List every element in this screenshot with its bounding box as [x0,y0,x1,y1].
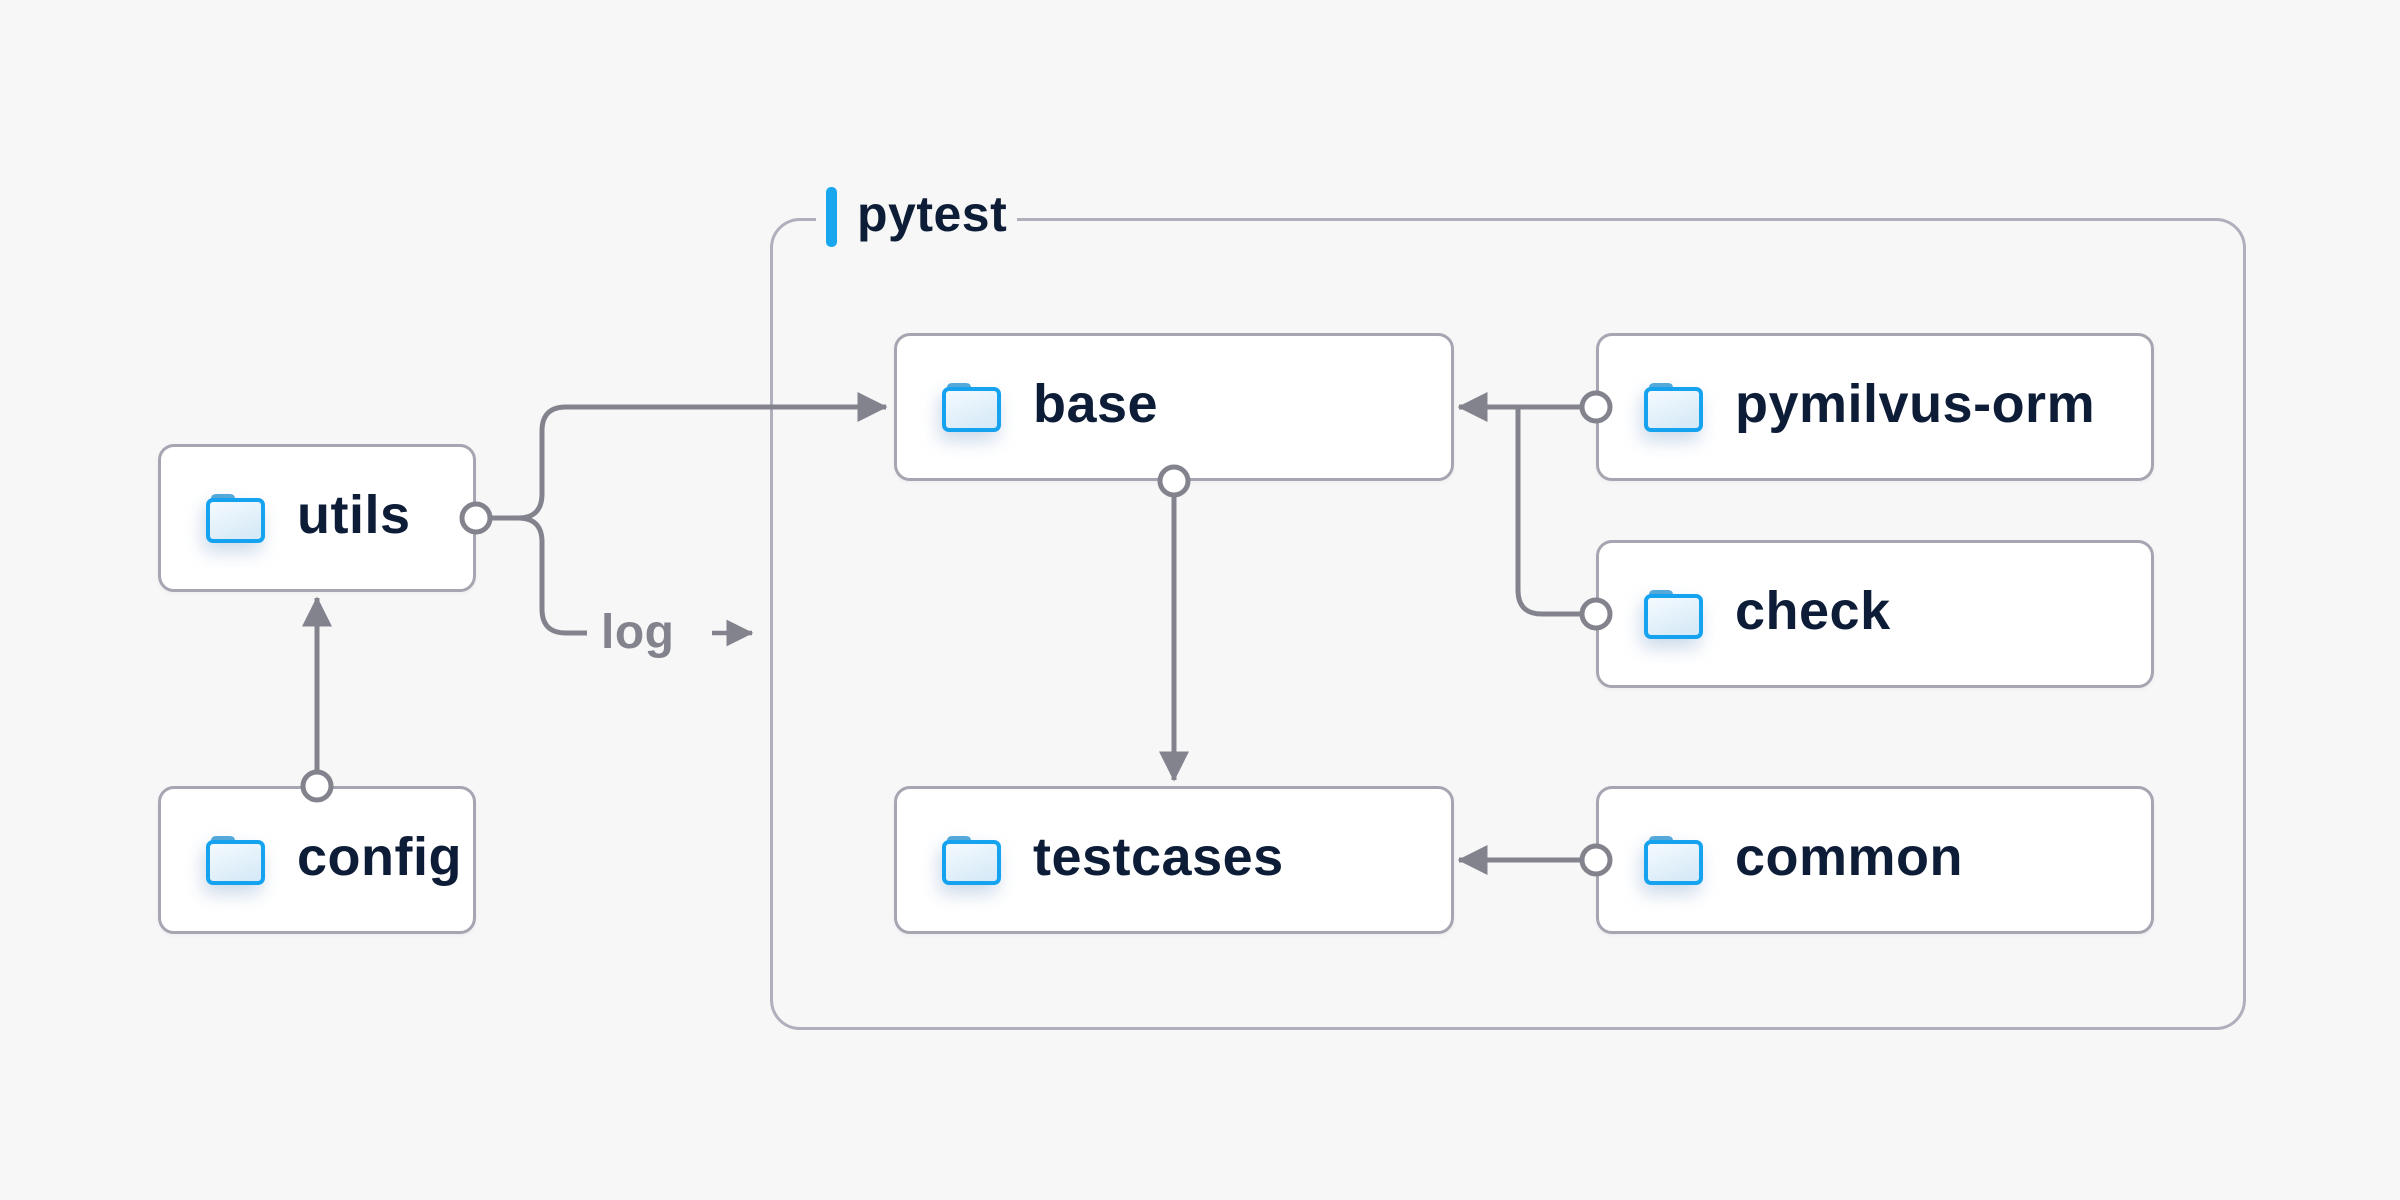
node-check: check [1596,540,2154,688]
node-common: common [1596,786,2154,934]
folder-icon [939,380,1003,434]
folder-icon [939,833,1003,887]
group-title-label: pytest [857,186,1008,242]
folder-icon [203,833,267,887]
node-utils: utils [158,444,476,592]
node-label: config [297,827,462,887]
edge-utils-log-stub [517,515,587,636]
folder-icon [1641,380,1705,434]
node-label: pymilvus-orm [1735,374,2096,434]
node-pymilvus-orm: pymilvus-orm [1596,333,2154,481]
node-testcases: testcases [894,786,1454,934]
node-label: common [1735,827,1964,887]
folder-icon [203,491,267,545]
folder-icon [1641,587,1705,641]
node-label: check [1735,581,1891,641]
node-label: testcases [1033,827,1284,887]
node-config: config [158,786,476,934]
folder-icon [1641,833,1705,887]
group-title: pytest [816,186,1018,248]
group-accent-bar [826,187,837,247]
node-label: base [1033,374,1159,434]
edge-label-log: log [601,606,675,659]
node-base: base [894,333,1454,481]
pytest-group [770,218,2246,1030]
node-label: utils [297,485,411,545]
